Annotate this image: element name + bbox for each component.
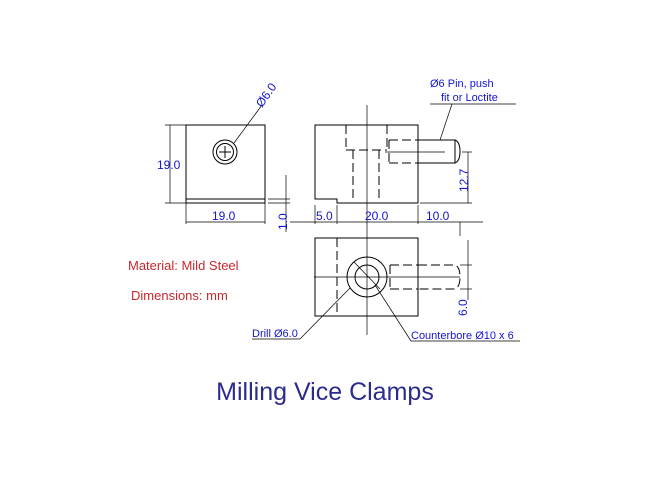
drill-callout: Drill Ø6.0 <box>252 328 298 340</box>
side-view <box>165 104 290 232</box>
side-hole-dia-label: Ø6.0 <box>253 80 280 110</box>
counterbore-callout: Counterbore Ø10 x 6 <box>411 330 514 342</box>
pin-height-label: 12.7 <box>457 168 471 192</box>
drawing-title: Milling Vice Clamps <box>216 378 434 406</box>
pin-offset-label: 6.0 <box>456 299 470 316</box>
side-height-label: 19.0 <box>157 158 181 172</box>
side-width-label: 19.0 <box>212 209 236 223</box>
top-view <box>252 237 520 342</box>
offset-left-label: 5.0 <box>316 209 333 223</box>
material-note: Material: Mild Steel <box>128 258 239 273</box>
pin-callout-line2: fit or Loctite <box>441 92 498 104</box>
units-note: Dimensions: mm <box>131 288 228 303</box>
pin-callout-line1: Ø6 Pin, push <box>430 78 494 90</box>
body-length-label: 20.0 <box>365 209 389 223</box>
step-label: 1.0 <box>276 213 290 230</box>
pin-projection-label: 10.0 <box>426 209 450 223</box>
front-view <box>290 103 516 335</box>
